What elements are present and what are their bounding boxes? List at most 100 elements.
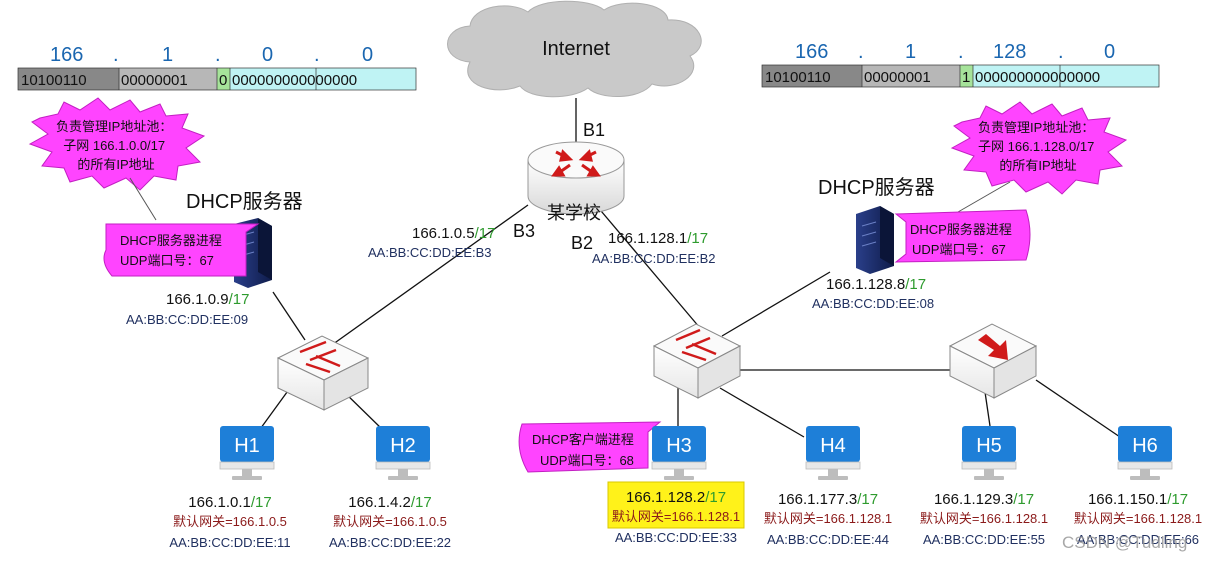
router[interactable]: 某学校 B1 B3 B2 (513, 120, 625, 253)
host-h5[interactable]: H5166.1.129.3/17默认网关=166.1.128.1AA:BB:CC… (920, 425, 1048, 547)
right-net-bits: 10100110 (765, 69, 831, 86)
host-name: H3 (666, 435, 692, 457)
watermark: CSDN @Tudling (1062, 533, 1187, 552)
dhcp-left-mask: /17 (229, 291, 250, 308)
link-left-switch-h1 (257, 387, 291, 433)
host-gateway: 默认网关=166.1.128.1 (612, 509, 740, 524)
host-name: H5 (976, 435, 1002, 457)
svg-text:DHCP客户端进程 UDP端口号：68: DHCP客户端进程 UDP端口号：68 (532, 432, 637, 468)
host-mac: AA:BB:CC:DD:EE:22 (329, 535, 451, 550)
dhcp-right-port: UDP端口号：67 (912, 242, 1006, 257)
right-octet-3: 128 (993, 41, 1026, 63)
server-right-icon (856, 206, 894, 274)
link-router-right-switch (595, 204, 701, 329)
left-dot-2: . (215, 44, 221, 66)
forward-arrow-icon (978, 334, 1008, 360)
right-dot-2: . (958, 41, 964, 63)
left-octet-1: 166 (50, 44, 83, 66)
hosts: H1166.1.0.1/17默认网关=166.1.0.5AA:BB:CC:DD:… (169, 425, 1202, 550)
host-ip-line: 166.1.4.2/17 (348, 494, 431, 511)
right-octet-2: 1 (905, 41, 916, 63)
host-name: H6 (1132, 435, 1158, 457)
bubble-left-line3: 的所有IP地址 (77, 157, 154, 172)
svg-text:166.1.128.8/17: 166.1.128.8/17 (826, 276, 926, 293)
router-port-b2: B2 (571, 233, 593, 253)
switch-arrows-icon (299, 340, 341, 374)
host-gateway: 默认网关=166.1.128.1 (764, 511, 892, 526)
host-h2[interactable]: H2166.1.4.2/17默认网关=166.1.0.5AA:BB:CC:DD:… (329, 425, 451, 550)
right-bits2: 00000001 (864, 69, 931, 86)
svg-text:10100110 00000001: 10100110 00000001 0 000000000000000 (21, 72, 357, 89)
svg-text:166 . 1 .: 166 . 1 . 0 . 0 (50, 44, 373, 66)
host-mac: AA:BB:CC:DD:EE:66 (1077, 532, 1199, 547)
host-ip: 166.1.177.3 (778, 491, 857, 508)
left-dot-1: . (113, 44, 119, 66)
svg-text:10100110 00000001: 10100110 00000001 1 000000000000000 (765, 69, 1100, 86)
link-switch2-h5 (984, 391, 991, 427)
svg-text:DHCP服务器进程 UDP端口号：67: DHCP服务器进程 UDP端口号：67 (910, 222, 1015, 257)
bubble-right-line1: 负责管理IP地址池： (978, 120, 1094, 135)
switch-left[interactable] (276, 335, 370, 411)
host-ip: 166.1.150.1 (1088, 491, 1167, 508)
host-gateway: 默认网关=166.1.128.1 (1074, 511, 1202, 526)
internet-cloud: Internet (447, 0, 702, 98)
dhcp-left-proc: DHCP服务器进程 (120, 233, 222, 248)
left-host-bits: 000000000000000 (232, 72, 357, 89)
host-mask: /17 (411, 494, 432, 511)
link-router-left-switch (321, 204, 529, 353)
host-mask: /17 (705, 489, 726, 506)
router-port-b3: B3 (513, 221, 535, 241)
dhcp-server-right[interactable]: DHCP服务器 DHCP服务器进程 UDP端口号：67 166.1.128.8/… (812, 176, 1031, 311)
switch-far-right[interactable] (948, 323, 1038, 399)
router-b2-info: 166.1.128.1/17 AA:BB:CC:DD:EE:B2 (592, 230, 716, 266)
router-port-b1: B1 (583, 120, 605, 140)
switch-arrows-icon (675, 328, 717, 362)
switch-right[interactable] (652, 323, 742, 399)
right-sub-bit: 1 (962, 69, 970, 86)
left-octet-4: 0 (362, 44, 373, 66)
h3-highlight (607, 481, 745, 529)
host-gateway: 默认网关=166.1.0.5 (173, 514, 287, 529)
host-mac: AA:BB:CC:DD:EE:33 (615, 530, 737, 545)
dhcp-right-mac: AA:BB:CC:DD:EE:08 (812, 296, 934, 311)
dhcp-left-mac: AA:BB:CC:DD:EE:09 (126, 312, 248, 327)
dhcp-left-title: DHCP服务器 (186, 190, 303, 213)
dhcp-left-proc-tag (103, 223, 260, 277)
host-mac: AA:BB:CC:DD:EE:55 (923, 532, 1045, 547)
host-name: H4 (820, 435, 846, 457)
dhcp-left-ip: 166.1.0.9 (166, 291, 229, 308)
left-prefix: 166 . 1 . 0 . 0 10100110 00000001 0 0000… (17, 44, 417, 91)
router-b3-mac: AA:BB:CC:DD:EE:B3 (368, 245, 492, 260)
host-h6[interactable]: H6 166.1.150.1/17 默认网关=166.1.128.1AA:BB:CC… (1074, 425, 1202, 547)
host-h3[interactable]: H3 166.1.128.2/17 默认网关=166.1.128.1AA:BB:CC… (612, 425, 740, 545)
dhcp-right-ip: 166.1.128.8 (826, 276, 905, 293)
host-ip-line: 166.1.128.2/17 (626, 489, 726, 506)
left-dot-3: . (314, 44, 320, 66)
dhcp-right-proc-tag (894, 209, 1031, 263)
bubble-right: 负责管理IP地址池： 子网 166.1.128.0/17 的所有IP地址 (950, 101, 1128, 213)
bubble-left: 负责管理IP地址池： 子网 166.1.0.0/17 的所有IP地址 (28, 97, 206, 221)
left-sub-bit: 0 (219, 72, 227, 89)
host-ip-line: 166.1.177.3/17 (778, 491, 878, 508)
left-net-bits: 10100110 (21, 72, 87, 89)
dhcp-server-left[interactable]: DHCP服务器 DHCP服务器进程 UDP端口号：67 166.1.0.9/17… (103, 190, 303, 327)
router-b2-mac: AA:BB:CC:DD:EE:B2 (592, 251, 716, 266)
link-right-dhcp-switch (721, 271, 831, 337)
svg-text:负责管理IP地址池： 子网 166.1.128.: 负责管理IP地址池： 子网 166.1.128.0/17 的所有IP地址 (978, 120, 1098, 173)
host-ip: 166.1.128.2 (626, 489, 705, 506)
host-h1[interactable]: H1166.1.0.1/17默认网关=166.1.0.5AA:BB:CC:DD:… (169, 425, 291, 550)
router-b2-mask: /17 (687, 230, 708, 247)
svg-text:166.1.0.5/17: 166.1.0.5/17 (412, 225, 495, 242)
router-b3-ip: 166.1.0.5 (412, 225, 475, 242)
host-ip: 166.1.129.3 (934, 491, 1013, 508)
host-ip-line: 166.1.150.1/17 (1088, 491, 1188, 508)
client-port: UDP端口号：68 (540, 453, 634, 468)
host-gateway: 默认网关=166.1.0.5 (333, 514, 447, 529)
host-h4[interactable]: H4166.1.177.3/17默认网关=166.1.128.1AA:BB:CC… (764, 425, 892, 547)
router-b3-info: 166.1.0.5/17 AA:BB:CC:DD:EE:B3 (368, 225, 495, 260)
host-mask: /17 (857, 491, 878, 508)
client-proc: DHCP客户端进程 (532, 432, 634, 447)
client-proc-tag (518, 421, 662, 473)
host-ip: 166.1.4.2 (348, 494, 411, 511)
